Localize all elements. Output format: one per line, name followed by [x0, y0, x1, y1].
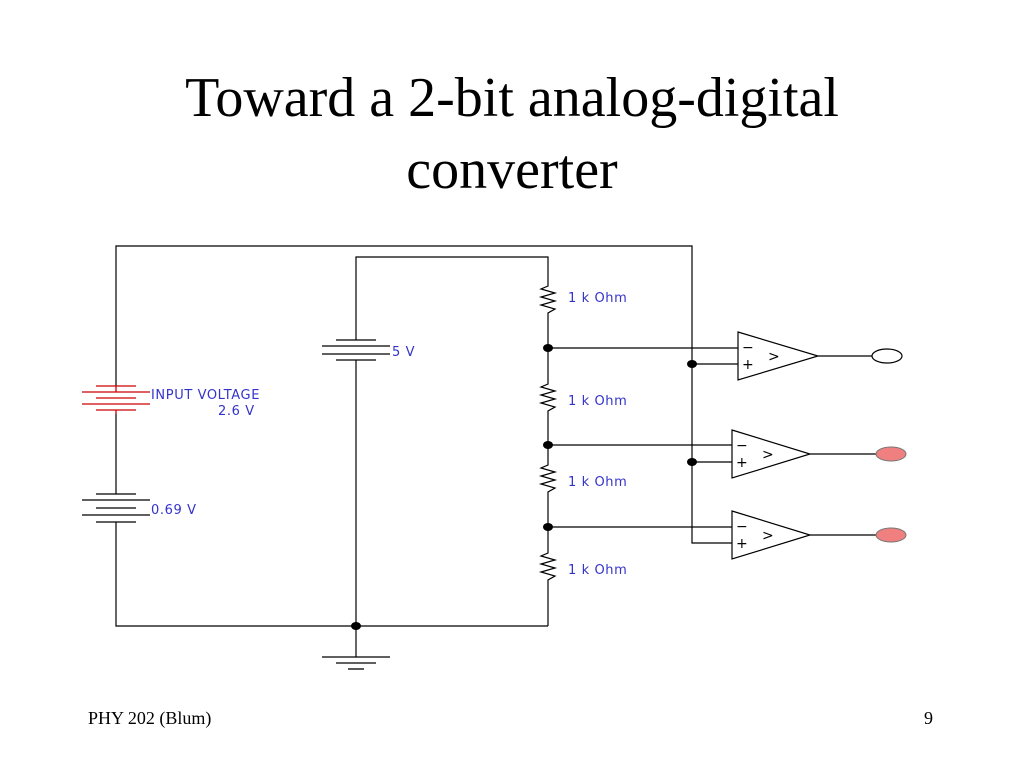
output-indicator-1: [871, 348, 903, 364]
resistor-label-1: 1 k Ohm: [568, 291, 627, 306]
ground-symbol: [322, 656, 390, 670]
slide-title: Toward a 2-bit analog-digital converter: [0, 62, 1024, 206]
resistor-label-2: 1 k Ohm: [568, 394, 627, 409]
wire-supply-top: [355, 256, 549, 340]
slide-title-line-1: Toward a 2-bit analog-digital: [185, 67, 839, 129]
supply-battery: [322, 339, 390, 361]
resistor-4: [538, 549, 558, 587]
junction-dot: [687, 360, 697, 368]
bias-battery: [82, 493, 150, 523]
wires: [115, 245, 876, 657]
comparator-arrow: >: [768, 349, 780, 365]
comparator-plus-sign: +: [736, 536, 748, 552]
junction-dot: [543, 523, 553, 531]
output-indicator-3: [875, 527, 907, 543]
junctions: [351, 344, 697, 630]
input-voltage-label: INPUT VOLTAGE: [151, 388, 260, 403]
resistor-label-3: 1 k Ohm: [568, 475, 627, 490]
comparator-minus-sign: −: [742, 340, 754, 356]
junction-dot: [351, 622, 361, 630]
resistor-label-4: 1 k Ohm: [568, 563, 627, 578]
junction-dot: [543, 344, 553, 352]
resistor-2: [538, 380, 558, 418]
comparator-3: − + >: [731, 510, 813, 560]
comparator-plus-sign: +: [742, 357, 754, 373]
comparator-1: − + >: [737, 331, 821, 381]
junction-dot: [543, 441, 553, 449]
comparator-minus-sign: −: [736, 519, 748, 535]
comparator-minus-sign: −: [736, 438, 748, 454]
resistor-1: [538, 282, 558, 317]
slide-title-line-2: converter: [406, 139, 618, 201]
resistor-3: [538, 461, 558, 499]
comparator-arrow: >: [762, 447, 774, 463]
junction-dot: [687, 458, 697, 466]
bias-voltage-label: 0.69 V: [151, 503, 197, 518]
comparator-plus-sign: +: [736, 455, 748, 471]
component-labels: 1 k Ohm 1 k Ohm 1 k Ohm 1 k Ohm 5 V INPU…: [151, 291, 627, 578]
comparator-arrow: >: [762, 528, 774, 544]
footer-course-label: PHY 202 (Blum): [88, 708, 212, 728]
supply-voltage-label: 5 V: [392, 345, 415, 360]
output-indicator-2: [875, 446, 907, 462]
input-voltage-source: [82, 385, 150, 414]
page-number: 9: [924, 708, 933, 728]
input-voltage-value: 2.6 V: [218, 404, 255, 419]
comparator-2: − + >: [731, 429, 813, 479]
resistors: [538, 282, 558, 587]
wire-input-loop-top: [115, 245, 732, 544]
wire-input-loop-bottom: [115, 522, 548, 627]
